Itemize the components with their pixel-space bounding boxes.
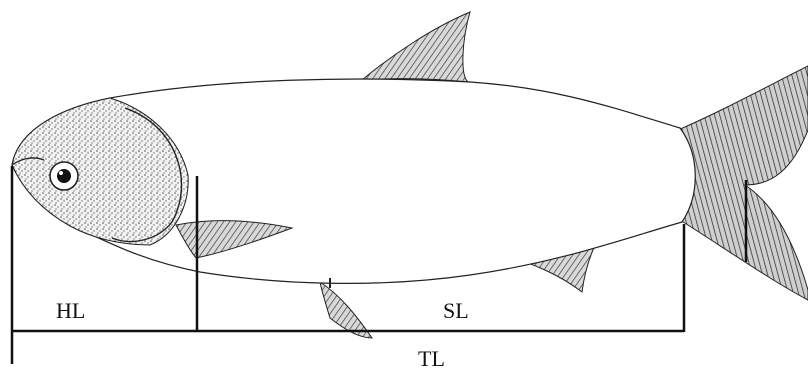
label-hl: HL <box>56 298 85 323</box>
pelvic-fin <box>320 282 372 338</box>
caudal-fin <box>678 66 808 300</box>
label-tl: TL <box>418 346 445 371</box>
fish-illustration-icon <box>12 12 808 338</box>
dorsal-fin <box>362 12 470 82</box>
label-sl: SL <box>443 298 469 323</box>
